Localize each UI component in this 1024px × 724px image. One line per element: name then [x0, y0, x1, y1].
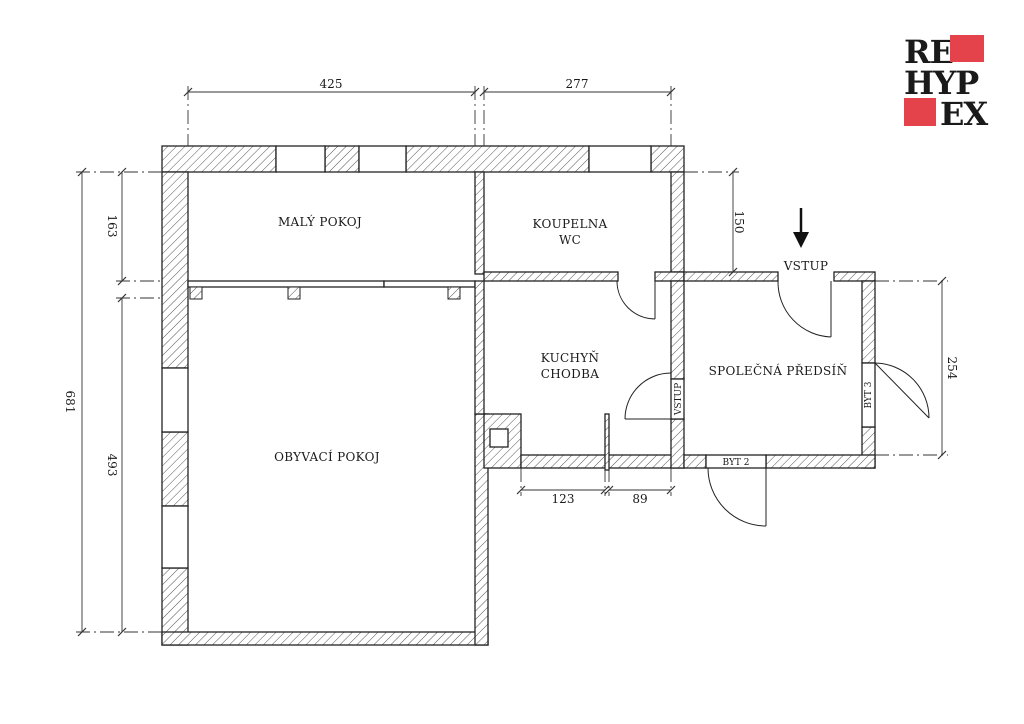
wall-top-right: [670, 171, 685, 273]
entrance-arrow-icon: [793, 208, 809, 248]
dim-right-side: 254: [945, 357, 959, 380]
kitchen-partition: [604, 413, 610, 471]
rehypex-logo: RE HYP EX: [904, 33, 989, 133]
wall-int-3: [383, 280, 476, 288]
label-vstup-top: VSTUP: [783, 259, 829, 273]
dim-bottom-a: 123: [552, 492, 575, 506]
posts: [189, 286, 461, 300]
room-chodba: CHODBA: [541, 367, 599, 381]
logo-line-2: HYP: [904, 64, 979, 102]
dim-left-lower: 493: [105, 454, 119, 477]
logo-square-1: [950, 35, 984, 62]
wall-int-5: [483, 271, 619, 282]
wall-int-6: [654, 271, 685, 282]
room-kuchyn: KUCHYŇ: [541, 349, 600, 365]
label-vstup-side: VSTUP: [674, 383, 684, 416]
wall-top-3: [405, 145, 590, 173]
wall-int-8: [670, 418, 685, 469]
wall-bottom: [161, 631, 489, 646]
window-left-1: [161, 367, 189, 433]
dim-left-total: 681: [63, 391, 77, 414]
door-side-vstup: [670, 378, 685, 420]
wall-int-2: [187, 280, 385, 288]
wall-kitchen-bottom: [520, 454, 685, 469]
dimension-ticks: [77, 87, 947, 637]
wall-top-2: [324, 145, 360, 173]
dim-bottom-b: 89: [632, 492, 647, 506]
door-byt2: [705, 454, 767, 469]
chimney-flue: [489, 428, 509, 448]
wall-top-1: [161, 145, 277, 173]
logo-square-2: [904, 98, 936, 126]
room-obyvaci-pokoj: OBYVACÍ POKOJ: [274, 449, 380, 464]
wall-int-7: [670, 280, 685, 380]
door-swings: [616, 280, 930, 527]
wall-hall-top-1: [683, 271, 779, 282]
dim-top-left: 425: [320, 77, 343, 91]
dim-left-upper: 163: [105, 215, 119, 238]
wall-left-1: [161, 171, 189, 369]
wall-hall-top-2: [833, 271, 876, 282]
room-wc: WC: [559, 233, 581, 247]
window-left-2: [161, 505, 189, 569]
wall-hall-bottom-1: [683, 454, 707, 469]
wall-left-2: [161, 431, 189, 507]
wall-int-1: [474, 171, 485, 275]
dim-right-upper: 150: [732, 211, 746, 234]
wall-hall-right-1: [861, 280, 876, 364]
logo-line-3: EX: [940, 95, 988, 133]
door-byt3: [861, 362, 876, 428]
wall-hall-bottom-2: [765, 454, 876, 469]
window-top-3: [588, 145, 652, 173]
window-top-1: [275, 145, 326, 173]
wall-int-4: [474, 280, 485, 415]
window-top-2: [358, 145, 407, 173]
logo-line-1: RE: [904, 33, 953, 71]
room-koupelna: KOUPELNA: [533, 217, 608, 231]
label-byt3: BYT 3: [864, 381, 874, 408]
wall-top-4: [650, 145, 685, 173]
room-maly-pokoj: MALÝ POKOJ: [278, 214, 362, 229]
dimension-lines: [76, 86, 948, 633]
walls: [161, 145, 876, 646]
room-spolecna-predsin: SPOLEČNÁ PŘEDSÍŇ: [709, 362, 848, 378]
dim-top-right: 277: [566, 77, 589, 91]
label-byt2: BYT 2: [723, 458, 750, 468]
